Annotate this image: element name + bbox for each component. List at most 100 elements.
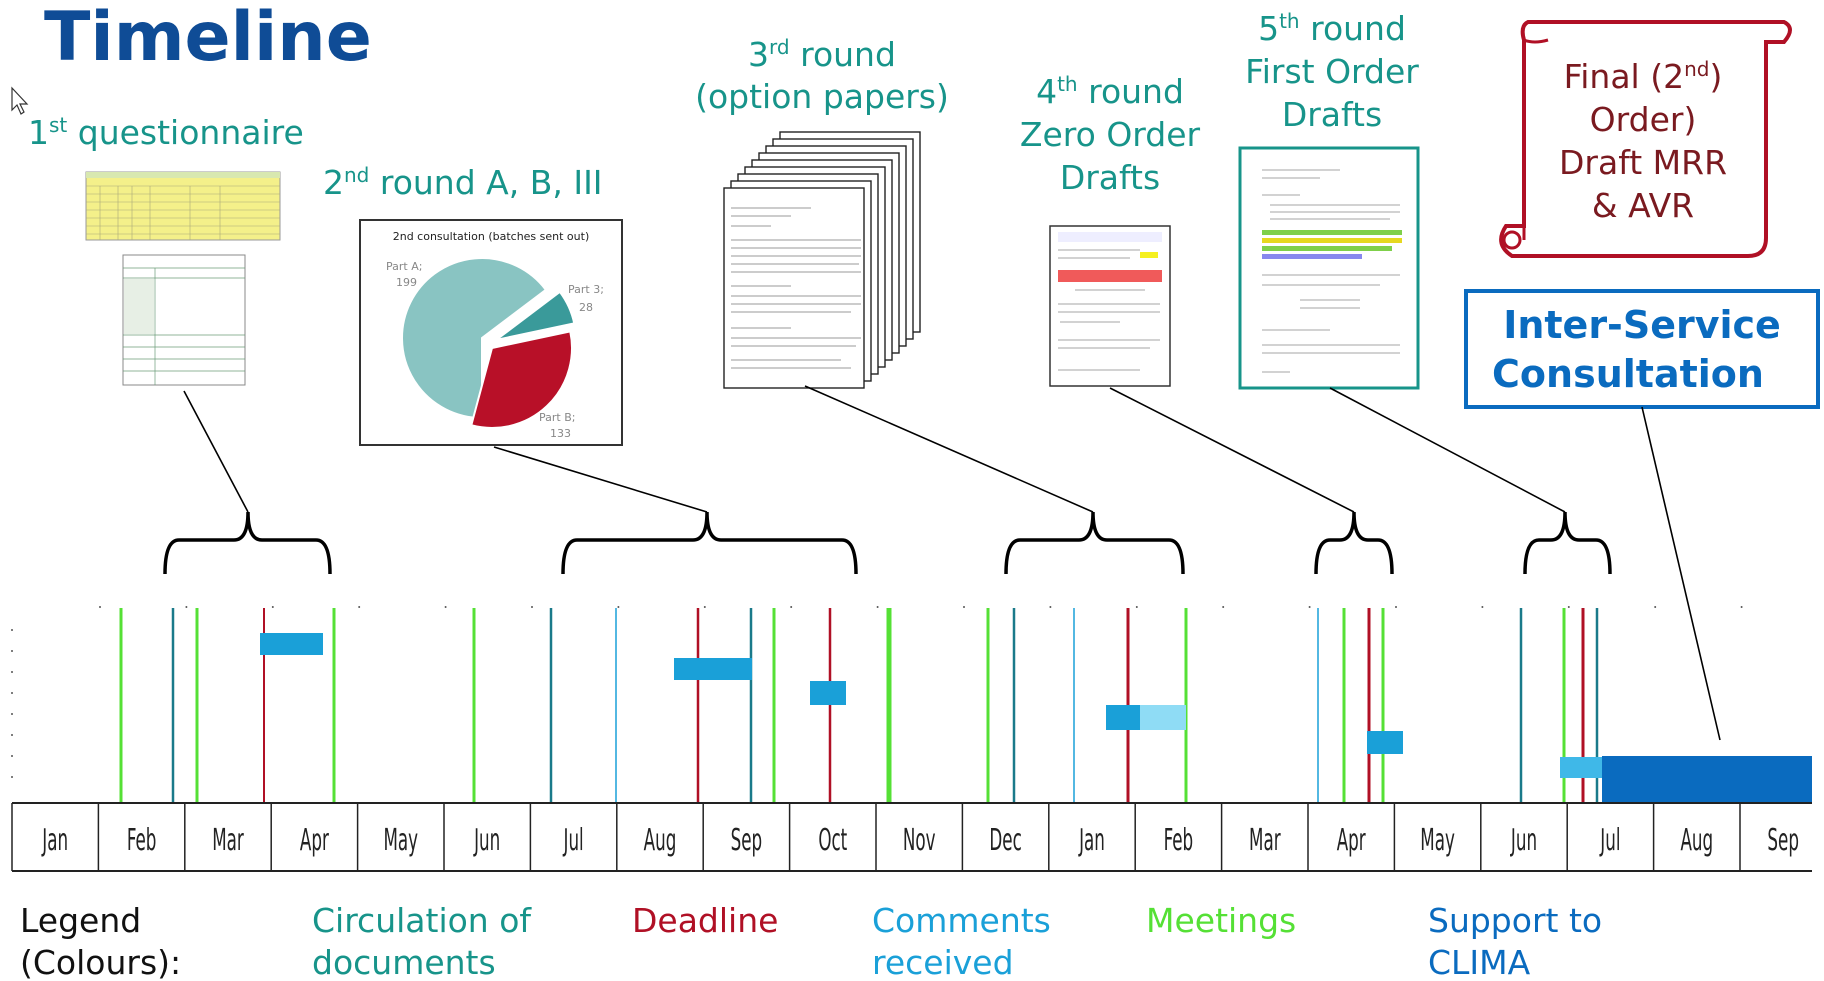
legend-circulation-l2: documents	[312, 943, 496, 981]
pie-label-part-b: Part B;	[539, 411, 575, 424]
brace	[561, 511, 858, 575]
month-label: Mar	[212, 822, 244, 857]
guide-dot	[1222, 606, 1225, 608]
questionnaire-spreadsheet-thumbnail	[85, 171, 281, 386]
guide-dot	[11, 692, 13, 694]
event-bar	[1560, 757, 1602, 778]
brace	[1314, 511, 1394, 575]
round-2-label: 2nd round A, B, III	[323, 163, 603, 202]
month-label: Dec	[989, 822, 1021, 857]
event-bar	[810, 681, 846, 705]
guide-dot	[11, 776, 13, 778]
pie-value-part-3: 28	[579, 301, 593, 314]
guide-dot	[1567, 606, 1570, 608]
pie-value-part-b: 133	[550, 427, 571, 440]
brace	[1523, 511, 1612, 575]
round-3-label-line1: 3rd round	[748, 35, 896, 74]
page-title: Timeline	[44, 0, 372, 77]
guide-dot	[11, 734, 13, 736]
isc-label-line2: Consultation	[1492, 352, 1764, 396]
guide-dot	[11, 671, 13, 673]
pie-value-part-a: 199	[396, 276, 417, 289]
leader-lines	[183, 385, 1721, 741]
legend-support-l2: CLIMA	[1428, 943, 1531, 981]
final-label-line2: Order)	[1590, 100, 1697, 139]
month-label: Jan	[1078, 822, 1105, 857]
isc-label-line1: Inter-Service	[1503, 303, 1781, 347]
pie-title: 2nd consultation (batches sent out)	[393, 230, 590, 243]
brace	[163, 511, 332, 575]
month-label: Jun	[473, 822, 501, 857]
guide-dot	[11, 713, 13, 715]
final-label-line1: Final (2nd)	[1564, 57, 1723, 96]
month-label: Jun	[1509, 822, 1537, 857]
legend-deadline: Deadline	[632, 901, 778, 940]
guide-dot	[11, 650, 13, 652]
guide-dot	[703, 606, 706, 608]
round-4-label-line2: Zero Order	[1020, 115, 1201, 154]
first-order-draft-thumbnail	[1238, 146, 1420, 390]
month-label: Jul	[562, 822, 584, 857]
legend-heading-1: Legend	[20, 901, 141, 940]
event-bar	[1106, 705, 1140, 730]
period-braces	[163, 511, 1612, 575]
guide-dot	[185, 606, 188, 608]
timeline-markers	[119, 608, 1812, 804]
month-label: Sep	[1767, 822, 1799, 857]
round-5-label-line2: First Order	[1245, 52, 1419, 91]
guide-dot	[790, 606, 793, 608]
guide-dot	[11, 629, 13, 631]
zero-order-draft-thumbnail	[1049, 225, 1171, 387]
pie-slice	[470, 330, 573, 429]
legend-support-l1: Support to	[1428, 901, 1602, 940]
month-label: Apr	[1337, 822, 1367, 857]
month-label: Jan	[41, 822, 68, 857]
month-label: Apr	[300, 822, 330, 857]
guide-dot	[617, 606, 620, 608]
guide-dot	[1049, 606, 1052, 608]
guide-dot	[876, 606, 879, 608]
pie-chart-thumbnail: 2nd consultation (batches sent out) Part…	[359, 219, 623, 446]
month-label: Mar	[1249, 822, 1281, 857]
dotted-guide	[11, 606, 1743, 778]
event-bar	[1602, 756, 1812, 804]
guide-dot	[1654, 606, 1657, 608]
legend: Legend (Colours): Circulation of documen…	[20, 901, 1602, 981]
pie-label-part-3: Part 3;	[568, 283, 604, 296]
guide-dot	[1135, 606, 1138, 608]
pie-label-part-a: Part A;	[386, 260, 422, 273]
round-4-label-line1: 4th round	[1036, 72, 1184, 111]
guide-dot	[1308, 606, 1311, 608]
round-3-label-line2: (option papers)	[695, 77, 949, 116]
month-label: Jul	[1599, 822, 1621, 857]
guide-dot	[531, 606, 533, 608]
month-label: Nov	[903, 822, 936, 857]
round-1-label: 1st questionnaire	[28, 113, 304, 152]
month-label: Feb	[1164, 822, 1194, 857]
legend-meetings: Meetings	[1146, 901, 1296, 940]
month-label: Feb	[127, 822, 157, 857]
round-5-label-line3: Drafts	[1282, 95, 1382, 134]
pie-slice	[401, 257, 548, 420]
month-label: May	[384, 822, 419, 857]
month-label: May	[1420, 822, 1455, 857]
final-label-line4: & AVR	[1592, 186, 1694, 225]
cursor-icon	[11, 86, 29, 115]
legend-circulation-l1: Circulation of	[312, 901, 532, 940]
guide-dot	[1740, 606, 1743, 608]
guide-dot	[99, 606, 101, 608]
guide-dot	[358, 606, 361, 608]
month-label: Sep	[731, 822, 763, 857]
legend-heading-2: (Colours):	[20, 943, 181, 981]
event-bar	[260, 633, 323, 655]
guide-dot	[271, 606, 274, 608]
guide-dot	[11, 755, 13, 757]
final-draft-scroll	[1499, 20, 1792, 258]
guide-dot	[1481, 606, 1484, 608]
guide-dot	[1395, 606, 1397, 608]
event-bar	[1367, 731, 1403, 754]
event-bar	[674, 658, 752, 680]
final-label-line3: Draft MRR	[1559, 143, 1727, 182]
